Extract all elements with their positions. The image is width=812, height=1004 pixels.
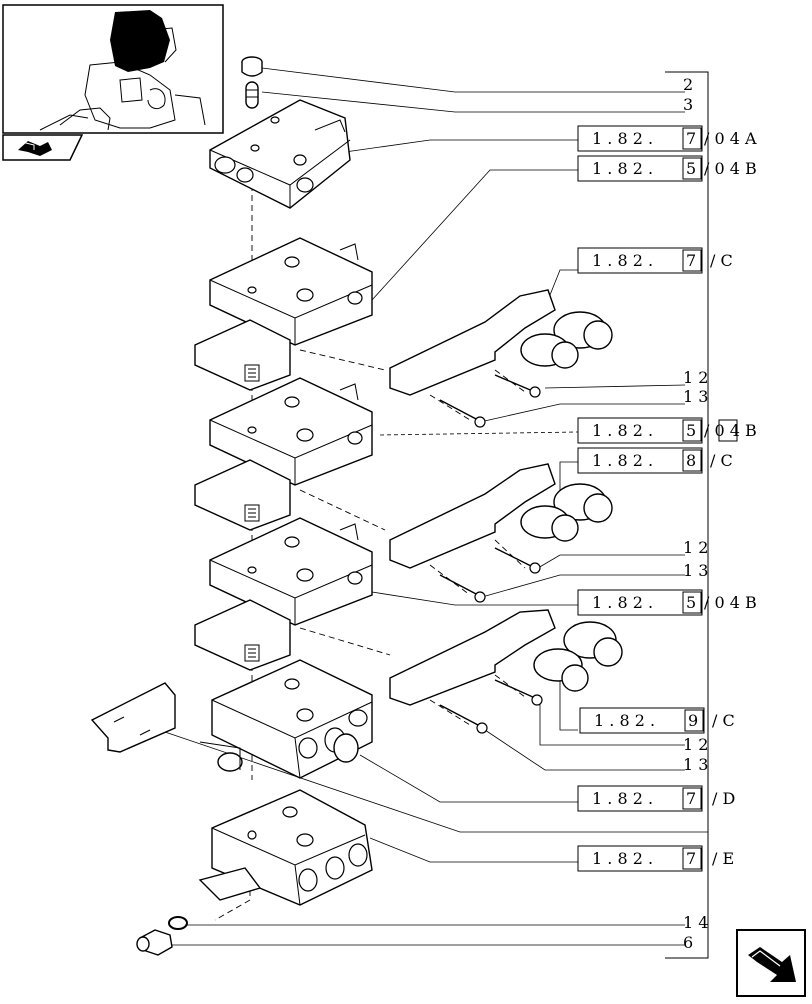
coupler-manifold-2[interactable] bbox=[389, 463, 613, 603]
ref-6-number: 1 . 8 2 . bbox=[592, 593, 653, 612]
ref-2-number: 1 . 8 2 . bbox=[592, 159, 653, 178]
ref-8-box: 7 bbox=[686, 789, 696, 808]
item-number-12-c: 1 2 bbox=[683, 735, 708, 754]
item-number-12-a: 1 2 bbox=[683, 368, 708, 387]
ref-5-number: 1 . 8 2 . bbox=[592, 451, 653, 470]
ref-9-tail: / E bbox=[712, 849, 734, 868]
coupler-manifold-1[interactable] bbox=[389, 289, 613, 428]
ref-4-tail: / 0 4 B bbox=[704, 421, 757, 440]
ref-1-number: 1 . 8 2 . bbox=[592, 129, 653, 148]
coupler-manifold-3[interactable] bbox=[389, 609, 623, 734]
valve-section-3[interactable] bbox=[194, 517, 373, 671]
ref-1-box: 7 bbox=[686, 129, 696, 148]
mounting-bracket-plate[interactable] bbox=[90, 682, 176, 753]
item-number-14: 1 4 bbox=[683, 913, 708, 932]
item-number-2: 2 bbox=[683, 75, 693, 94]
book-arrow-icon[interactable] bbox=[2, 134, 84, 161]
item-number-6: 6 bbox=[683, 933, 693, 952]
ref-2-tail: / 0 4 B bbox=[704, 159, 757, 178]
item-number-12-b: 1 2 bbox=[683, 538, 708, 557]
next-page-arrow-icon[interactable] bbox=[736, 929, 806, 997]
valve-section-1[interactable] bbox=[194, 237, 373, 391]
ref-1-tail: / 0 4 A bbox=[704, 129, 757, 148]
item-number-13-b: 1 3 bbox=[683, 561, 708, 580]
ref-3[interactable]: 1 . 8 2 . 7 / C bbox=[577, 247, 733, 274]
ref-3-box: 7 bbox=[686, 251, 696, 270]
plug-item-6[interactable] bbox=[136, 929, 173, 956]
ref-7[interactable]: 1 . 8 2 . 9 / C bbox=[579, 707, 735, 734]
item-number-13-a: 1 3 bbox=[683, 387, 708, 406]
ref-6-box: 5 bbox=[686, 593, 696, 612]
tractor-thumbnail-icon bbox=[39, 10, 206, 131]
ref-8-number: 1 . 8 2 . bbox=[592, 789, 653, 808]
valve-section-2[interactable] bbox=[194, 377, 373, 531]
ref-7-tail: / C bbox=[712, 711, 735, 730]
item-number-3: 3 bbox=[683, 95, 693, 114]
leader-lines bbox=[164, 67, 708, 946]
ref-6-tail: / 0 4 B bbox=[704, 593, 757, 612]
ref-3-number: 1 . 8 2 . bbox=[592, 251, 653, 270]
outlet-end-cover-e[interactable] bbox=[198, 789, 373, 906]
ref-4-number: 1 . 8 2 . bbox=[592, 421, 653, 440]
cap-plug-item-2[interactable] bbox=[241, 56, 263, 77]
ref-4[interactable]: 1 . 8 2 . 5 / 0 4 B bbox=[577, 417, 757, 444]
ref-9-box: 7 bbox=[686, 849, 696, 868]
pin-item-3[interactable] bbox=[245, 81, 259, 109]
item-number-13-c: 1 3 bbox=[683, 755, 708, 774]
ref-5-tail: / C bbox=[710, 451, 733, 470]
ref-9[interactable]: 1 . 8 2 . 7 / E bbox=[577, 845, 734, 872]
reference-bracket bbox=[665, 71, 709, 959]
ref-9-number: 1 . 8 2 . bbox=[592, 849, 653, 868]
ref-3-tail: / C bbox=[710, 251, 733, 270]
valve-section-d[interactable] bbox=[199, 659, 373, 779]
ref-7-box: 9 bbox=[688, 711, 698, 730]
ref-4-box: 5 bbox=[686, 421, 696, 440]
ref-6[interactable]: 1 . 8 2 . 5 / 0 4 B bbox=[577, 589, 757, 616]
ref-8-tail: / D bbox=[712, 789, 735, 808]
ref-1[interactable]: 1 . 8 2 . 7 / 0 4 A bbox=[577, 125, 757, 152]
o-ring-item-14[interactable] bbox=[168, 916, 188, 930]
ref-7-number: 1 . 8 2 . bbox=[594, 711, 655, 730]
ref-2-box: 5 bbox=[686, 159, 696, 178]
ref-5[interactable]: 1 . 8 2 . 8 / C bbox=[577, 447, 733, 474]
thumbnail-frame[interactable] bbox=[2, 4, 224, 134]
ref-8[interactable]: 1 . 8 2 . 7 / D bbox=[577, 785, 735, 812]
ref-2[interactable]: 1 . 8 2 . 5 / 0 4 B bbox=[577, 155, 757, 182]
inlet-cover-block[interactable] bbox=[209, 99, 351, 209]
ref-5-box: 8 bbox=[686, 451, 696, 470]
